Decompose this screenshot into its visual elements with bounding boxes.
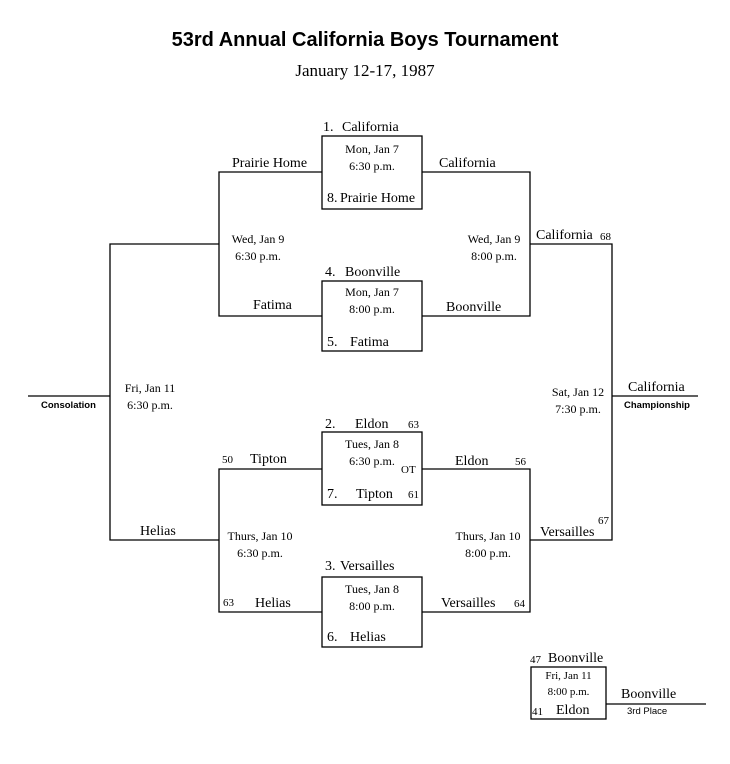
qf2-team-top: Boonville <box>345 265 401 280</box>
third-place-day: Fri, Jan 11 <box>545 670 592 682</box>
semi1-info: Wed, Jan 9 8:00 p.m. <box>456 231 532 266</box>
consolation-semi1-time: 6:30 p.m. <box>235 249 281 264</box>
championship-info: Sat, Jan 12 7:30 p.m. <box>540 384 616 419</box>
qf1-seed-top: 1. <box>323 120 334 135</box>
qf4-left-score: 63 <box>223 597 234 609</box>
qf2-seed-bottom: 5. <box>327 335 338 350</box>
semi2-winner: Versailles <box>540 525 595 540</box>
third-place-winner: Boonville <box>621 687 677 702</box>
third-place-info: Fri, Jan 11 8:00 p.m. <box>531 669 606 701</box>
third-place-label: 3rd Place <box>627 706 668 717</box>
consolation-semi2-time: 6:30 p.m. <box>237 546 283 561</box>
qf3-left-label: Tipton <box>250 452 287 467</box>
qf3-team-top: Eldon <box>355 417 389 432</box>
left-line-consolation <box>109 243 219 541</box>
third-place-team-top: Boonville <box>548 651 604 666</box>
semi2-info: Thurs, Jan 10 8:00 p.m. <box>446 528 530 563</box>
qf2-seed-top: 4. <box>325 265 336 280</box>
consolation-semi2-info: Thurs, Jan 10 6:30 p.m. <box>218 528 302 563</box>
qf4-day: Tues, Jan 8 <box>345 582 399 596</box>
championship-time: 7:30 p.m. <box>555 402 601 417</box>
qf1-right-label: California <box>439 156 496 171</box>
qf3-seed-bottom: 7. <box>327 487 338 502</box>
qf2-day: Mon, Jan 7 <box>345 285 399 299</box>
consolation-final-day: Fri, Jan 11 <box>124 381 176 395</box>
consolation-semi2-day: Thurs, Jan 10 <box>227 529 293 543</box>
tournament-title: 53rd Annual California Boys Tournament <box>171 29 559 51</box>
qf1-time: 6:30 p.m. <box>349 159 395 174</box>
qf3-right-score: 56 <box>515 456 526 468</box>
qf4-game-info: Tues, Jan 8 8:00 p.m. <box>322 581 422 616</box>
third-place-score-bottom: 41 <box>532 706 543 718</box>
qf3-time: 6:30 p.m. <box>349 454 395 469</box>
qf2-team-bottom: Fatima <box>350 335 389 350</box>
qf3-game-info: Tues, Jan 8 6:30 p.m. <box>322 436 422 471</box>
qf3-score-bottom: 61 <box>408 489 419 501</box>
qf4-left-label: Helias <box>255 596 291 611</box>
qf1-game-info: Mon, Jan 7 6:30 p.m. <box>322 141 422 176</box>
semi1-winner-score: 68 <box>600 231 611 243</box>
consolation-winner: Helias <box>140 524 176 539</box>
qf1-day: Mon, Jan 7 <box>345 142 399 156</box>
qf4-team-bottom: Helias <box>350 630 386 645</box>
qf3-left-score: 50 <box>222 454 233 466</box>
qf4-seed-top: 3. <box>325 559 336 574</box>
qf2-time: 8:00 p.m. <box>349 302 395 317</box>
qf3-team-bottom: Tipton <box>356 487 393 502</box>
qf3-right-label: Eldon <box>455 454 489 469</box>
game-box-third-place <box>530 666 607 720</box>
consolation-label: Consolation <box>41 400 96 411</box>
semi1-day: Wed, Jan 9 <box>467 232 521 246</box>
qf4-right-score: 64 <box>514 598 525 610</box>
qf2-game-info: Mon, Jan 7 8:00 p.m. <box>322 284 422 319</box>
qf4-right-label: Versailles <box>441 596 496 611</box>
championship-day: Sat, Jan 12 <box>551 385 605 399</box>
consolation-final-info: Fri, Jan 11 6:30 p.m. <box>112 380 188 415</box>
qf4-time: 8:00 p.m. <box>349 599 395 614</box>
qf3-seed-top: 2. <box>325 417 336 432</box>
qf3-score-top: 63 <box>408 419 419 431</box>
semi2-day: Thurs, Jan 10 <box>455 529 521 543</box>
consolation-semi1-info: Wed, Jan 9 6:30 p.m. <box>220 231 296 266</box>
qf1-team-top: California <box>342 120 399 135</box>
qf2-left-label: Fatima <box>253 298 292 313</box>
championship-label: Championship <box>624 400 690 411</box>
right-line-championship <box>530 243 613 541</box>
qf3-day: Tues, Jan 8 <box>345 437 399 451</box>
consolation-final-time: 6:30 p.m. <box>127 398 173 413</box>
consolation-semi1-day: Wed, Jan 9 <box>231 232 285 246</box>
qf1-team-bottom: Prairie Home <box>340 191 416 206</box>
semi2-winner-score: 67 <box>598 515 609 527</box>
qf4-team-top: Versailles <box>340 559 395 574</box>
third-place-score-top: 47 <box>530 654 541 666</box>
third-place-team-bottom: Eldon <box>556 703 590 718</box>
qf4-seed-bottom: 6. <box>327 630 338 645</box>
qf1-seed-bottom: 8. <box>327 191 338 206</box>
qf2-right-label: Boonville <box>446 300 502 315</box>
tournament-dates: January 12-17, 1987 <box>295 61 435 80</box>
championship-winner: California <box>628 380 685 395</box>
qf3-overtime-note: OT <box>401 464 416 476</box>
semi1-winner: California <box>536 228 593 243</box>
qf1-left-label: Prairie Home <box>232 156 308 171</box>
semi2-time: 8:00 p.m. <box>465 546 511 561</box>
semi1-time: 8:00 p.m. <box>471 249 517 264</box>
third-place-time: 8:00 p.m. <box>547 685 590 698</box>
